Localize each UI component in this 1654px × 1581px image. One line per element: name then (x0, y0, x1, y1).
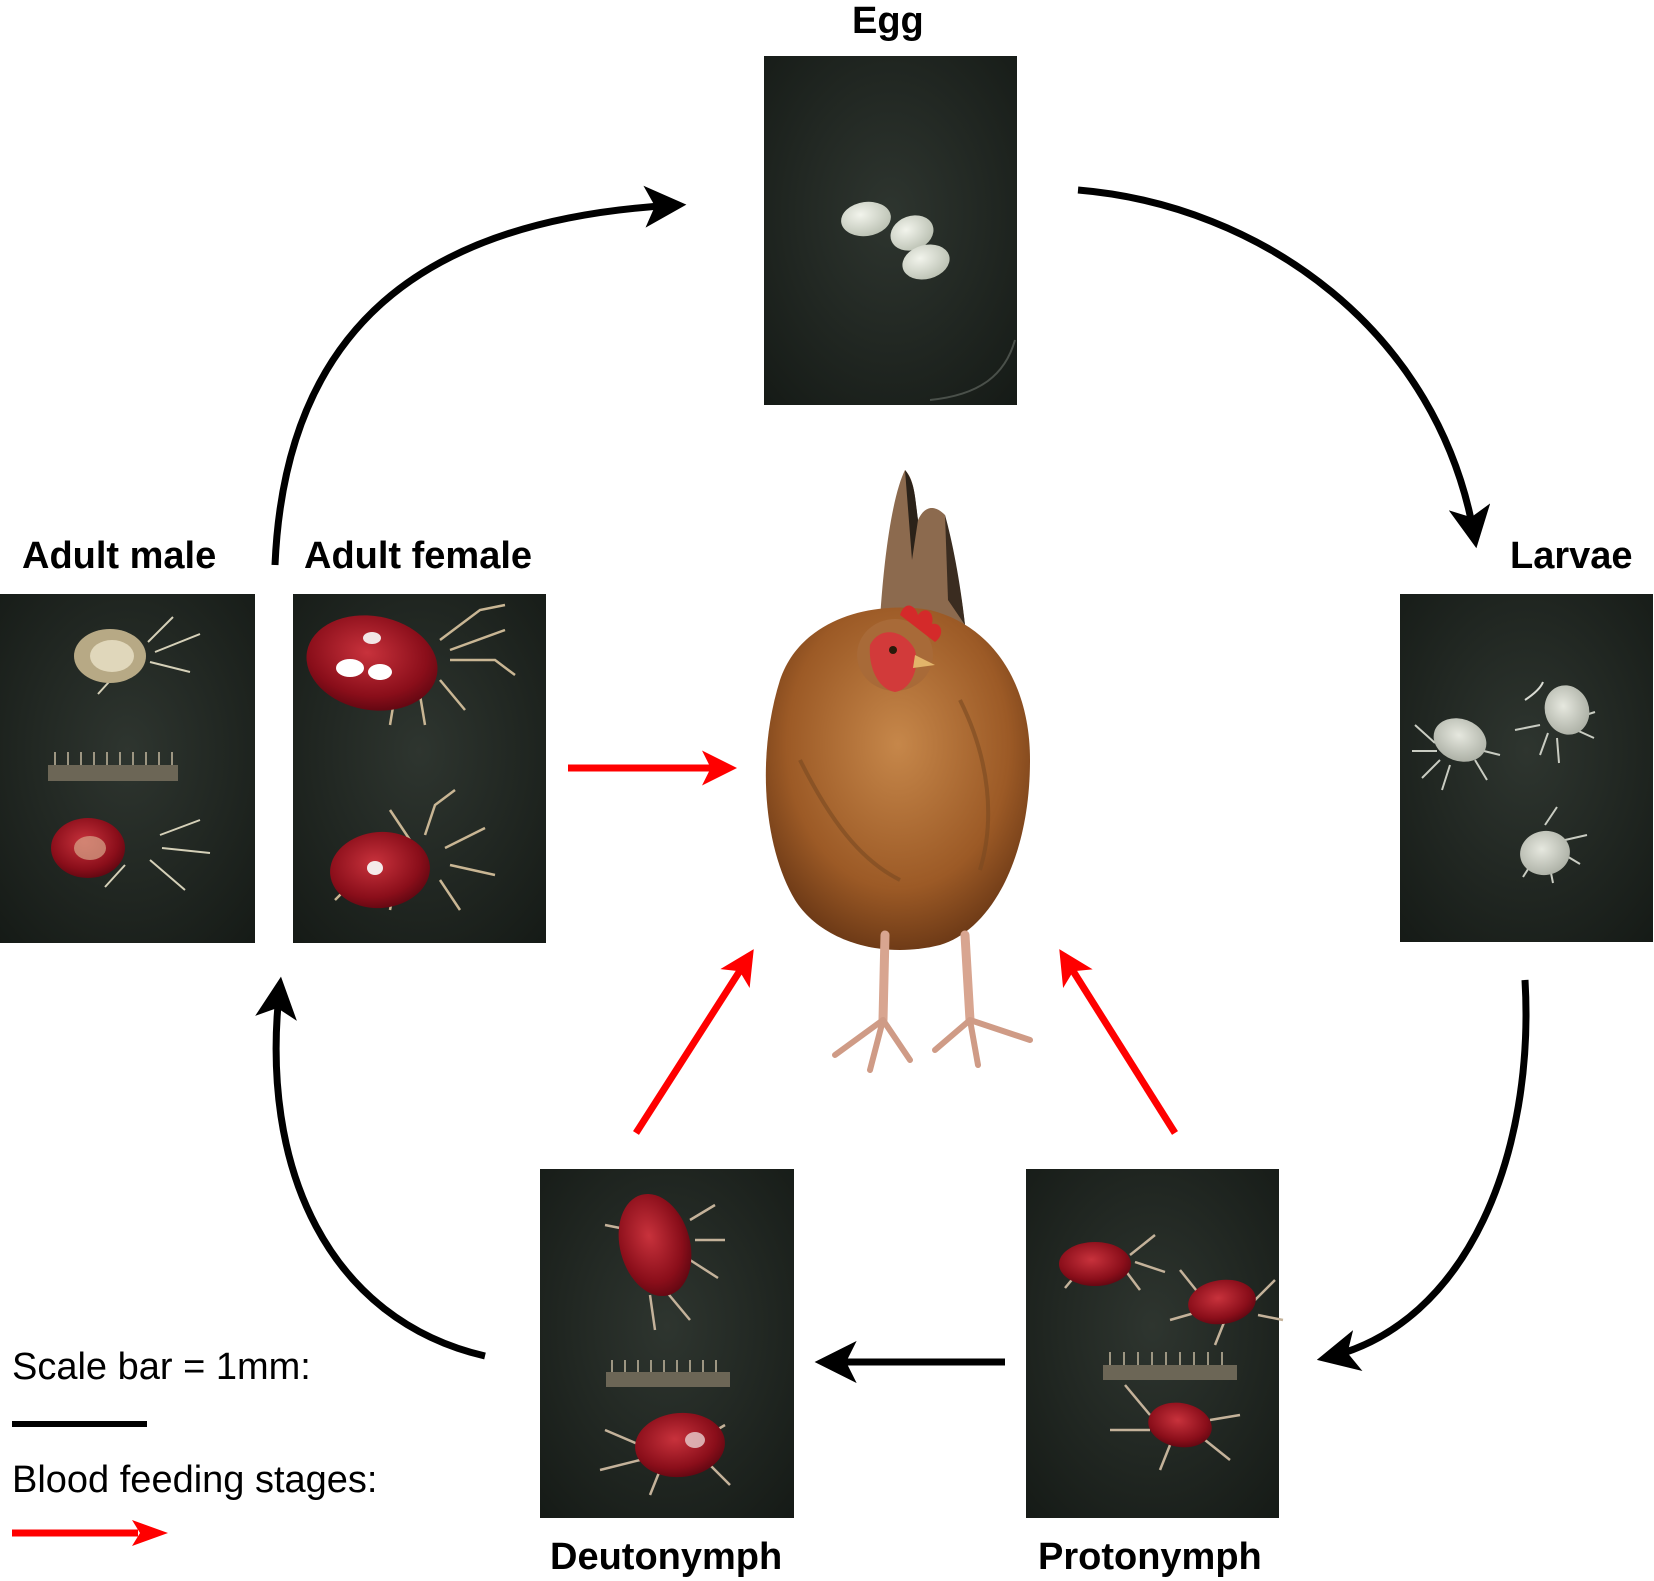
larvae-panel (1400, 594, 1653, 942)
chicken-face-icon (869, 632, 917, 692)
cycle-arrow-egg-to-larvae (1077, 186, 1491, 549)
feeding-arrow-protonymph (1059, 949, 1178, 1135)
feeding-arrow-deutonymph (633, 949, 754, 1135)
egg-panel (764, 56, 1017, 405)
adult-female-panel (293, 594, 546, 943)
scale-ruler (48, 765, 178, 781)
protonymph-fed-icon (1148, 1402, 1212, 1448)
egg-icon (841, 201, 950, 280)
larva-icon (1433, 718, 1487, 762)
cycle-arrow-deutonymph-to-adult (255, 976, 486, 1360)
larva-icon (1544, 685, 1590, 735)
mite-female-icon (306, 615, 438, 711)
stage-label-adult-female: Adult female (304, 535, 533, 577)
deutonymph-icon (618, 1193, 692, 1297)
protonymph-icon (1188, 1279, 1256, 1325)
chicken-host-image (765, 470, 1033, 1073)
legend-blood-feeding-label: Blood feeding stages: (12, 1459, 378, 1501)
scale-ruler (1103, 1365, 1237, 1380)
deutonymph-fed-icon (635, 1412, 725, 1478)
stage-label-larvae: Larvae (1510, 535, 1633, 577)
scale-ruler (606, 1372, 730, 1387)
cycle-arrow-larvae-to-protonymph (1316, 979, 1530, 1371)
deutonymph-panel (540, 1169, 794, 1518)
stage-label-egg: Egg (852, 0, 924, 42)
legend-scale-bar-line (12, 1421, 147, 1427)
stage-label-deutonymph: Deutonymph (550, 1536, 783, 1578)
legend-blood-feeding-arrow (12, 1520, 168, 1546)
adult-male-panel (0, 594, 255, 943)
legend-scale-bar-label: Scale bar = 1mm: (12, 1346, 311, 1388)
protonymph-panel (1026, 1169, 1284, 1518)
cycle-arrow-adult-to-egg (271, 185, 687, 566)
chicken-legs (878, 930, 975, 1025)
stage-label-adult-male: Adult male (22, 535, 217, 577)
stage-label-protonymph: Protonymph (1038, 1536, 1262, 1578)
larva-icon (1520, 830, 1570, 876)
protonymph-icon (1059, 1242, 1131, 1286)
